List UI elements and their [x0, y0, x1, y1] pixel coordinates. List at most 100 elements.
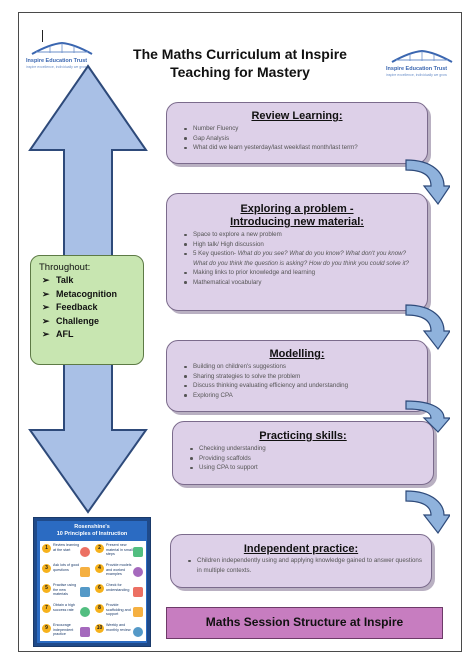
- bridge-logo-icon: [391, 49, 453, 63]
- arrow-bullet-icon: ➢: [42, 302, 50, 312]
- step-title: Practicing skills:: [259, 430, 347, 442]
- logo-name: Inspire Education Trust: [386, 66, 448, 72]
- throughout-box: Throughout: ➢Talk ➢Metacognition ➢Feedba…: [30, 255, 144, 365]
- session-structure-label: Maths Session Structure at Inspire: [166, 607, 443, 639]
- step-bullet-label: 5 Key question-: [193, 250, 238, 257]
- principle-text: Encourage independent practice: [53, 623, 74, 637]
- arrow-bullet-icon: ➢: [42, 315, 50, 326]
- poster-title: Rosenshine's 10 Principles of Instructio…: [37, 524, 147, 538]
- principle-number: 4: [95, 564, 104, 573]
- step-title-line-2: Introducing new material:: [230, 216, 364, 228]
- principle-illustration-icon: [80, 547, 90, 557]
- step-practicing-skills: Practicing skills: Checking understandin…: [172, 421, 434, 485]
- inspire-logo-left: Inspire Education Trust inspire excellen…: [26, 40, 96, 80]
- principle-illustration-icon: [80, 627, 90, 637]
- principle-text: Present new material in small steps: [106, 543, 133, 557]
- step-bullet: Gap Analysis: [179, 134, 427, 144]
- principle-text: Weekly and monthly review: [106, 623, 131, 632]
- step-title: Review Learning:: [251, 110, 343, 122]
- principle-illustration-icon: [80, 587, 90, 597]
- step-bullet: Children independently using and applyin…: [183, 556, 423, 575]
- step-bullet: Checking understanding: [185, 444, 433, 454]
- throughout-item-label: Challenge: [56, 315, 100, 326]
- principle-illustration-icon: [133, 607, 143, 617]
- bridge-logo-icon: [31, 41, 93, 55]
- principle-number: 5: [42, 584, 51, 593]
- throughout-item-label: AFL: [56, 329, 74, 339]
- principle-number: 6: [95, 584, 104, 593]
- principle-illustration-icon: [133, 547, 143, 557]
- principle-number: 3: [42, 564, 51, 573]
- title-line-2: Teaching for Mastery: [170, 64, 310, 80]
- step-bullets: Children independently using and applyin…: [183, 556, 423, 575]
- text-cursor: [42, 30, 43, 42]
- curved-down-arrow-icon: [405, 400, 450, 433]
- step-bullet: Providing scaffolds: [185, 454, 433, 464]
- principle-text: Obtain a high success rate: [53, 603, 75, 612]
- curved-down-arrow-icon: [405, 490, 450, 535]
- principle-illustration-icon: [133, 567, 143, 577]
- principle-text: Check for understanding: [106, 583, 130, 592]
- throughout-item-label: Metacognition: [56, 288, 117, 299]
- curved-down-arrow-icon: [405, 304, 450, 351]
- logo-tagline: inspire excellence, individually we grow: [386, 73, 447, 77]
- inspire-logo-right: Inspire Education Trust inspire excellen…: [386, 48, 456, 88]
- step-title: Independent practice:: [243, 543, 359, 555]
- title-line-1: The Maths Curriculum at Inspire: [133, 46, 347, 62]
- principle-number: 7: [42, 604, 51, 613]
- principle-number: 8: [95, 604, 104, 613]
- step-title: Exploring a problem - Introducing new ma…: [167, 203, 427, 229]
- curved-down-arrow-icon: [405, 159, 450, 206]
- throughout-item: ➢ Metacognition: [39, 288, 135, 302]
- step-bullet: Using CPA to support: [185, 463, 433, 473]
- principle-number: 1: [42, 544, 51, 553]
- principle-illustration-icon: [80, 607, 90, 617]
- principle-illustration-icon: [133, 587, 143, 597]
- page-title: The Maths Curriculum at Inspire Teaching…: [110, 45, 370, 81]
- throughout-title: Throughout:: [39, 262, 91, 273]
- step-bullet: Making links to prior knowledge and lear…: [179, 268, 427, 278]
- step-bullet: Number Fluency: [179, 124, 427, 134]
- throughout-item: ➢Talk: [39, 274, 135, 288]
- key-questions-text: What do you see? What do you know? What …: [193, 250, 410, 267]
- poster-title-line-2: 10 Principles of Instruction: [56, 531, 128, 537]
- step-bullet: Space to explore a new problem: [179, 230, 427, 240]
- step-bullet: What did we learn yesterday/last week/la…: [179, 143, 427, 153]
- principle-text: Review learning at the start: [53, 543, 80, 552]
- principle-number: 2: [95, 544, 104, 553]
- principle-text: Ask lots of good questions: [53, 563, 80, 572]
- step-modelling: Modelling: Building on children's sugges…: [166, 340, 428, 412]
- step-bullet: 5 Key question- What do you see? What do…: [179, 249, 427, 268]
- throughout-item: ➢ Challenge: [39, 315, 135, 329]
- rosenshine-poster: Rosenshine's 10 Principles of Instructio…: [33, 517, 151, 647]
- step-bullet: Building on children's suggestions: [179, 362, 427, 372]
- step-bullet: Discuss thinking evaluating efficiency a…: [179, 381, 427, 391]
- arrow-bullet-icon: ➢: [42, 288, 50, 299]
- poster-body: Rosenshine's 10 Principles of Instructio…: [37, 521, 147, 643]
- throughout-item: ➢AFL: [39, 328, 135, 342]
- step-bullets: Checking understanding Providing scaffol…: [185, 444, 433, 473]
- throughout-item-label: Talk: [56, 275, 74, 285]
- step-title-line-1: Exploring a problem -: [240, 203, 354, 215]
- principle-text: Provide models and worked examples: [106, 563, 132, 577]
- principle-number: 10: [95, 624, 104, 633]
- principle-illustration-icon: [133, 627, 143, 637]
- step-bullets: Number Fluency Gap Analysis What did we …: [179, 124, 427, 153]
- step-review-learning: Review Learning: Number Fluency Gap Anal…: [166, 102, 428, 164]
- logo-name: Inspire Education Trust: [26, 58, 88, 64]
- step-exploring-problem: Exploring a problem - Introducing new ma…: [166, 193, 428, 311]
- step-bullet: Mathematical vocabulary: [179, 278, 427, 288]
- poster-title-line-1: Rosenshine's: [74, 524, 110, 530]
- step-independent-practice: Independent practice: Children independe…: [170, 534, 432, 588]
- step-bullets: Building on children's suggestions Shari…: [179, 362, 427, 400]
